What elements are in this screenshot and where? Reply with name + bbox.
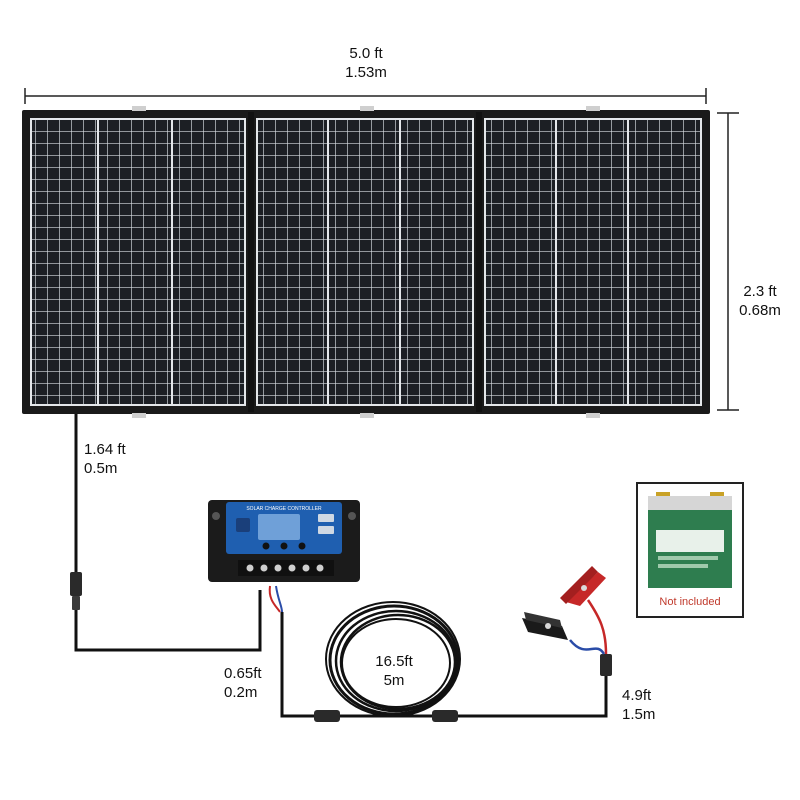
panel-section-left [30, 118, 246, 406]
battery-box: Not included [636, 482, 744, 618]
battery-icon [648, 492, 732, 588]
clip-lead-m: 1.5m [622, 706, 656, 723]
panel-cable-ft: 1.64 ft [84, 441, 126, 458]
width-ft: 5.0 ft [349, 45, 383, 62]
controller-lead-length-label: 0.65ft 0.2m [224, 664, 262, 702]
usb-port-icon [318, 514, 334, 522]
clip-lead-ft: 4.9ft [622, 687, 652, 704]
usb-port-icon [318, 526, 334, 534]
clip-lead-length-label: 4.9ft 1.5m [622, 686, 655, 724]
extension-m: 5m [383, 672, 405, 689]
controller-button [262, 542, 270, 550]
height-ft: 2.3 ft [743, 283, 777, 300]
battery-clip-lead [522, 566, 612, 676]
panel-section-right [484, 118, 702, 406]
controller-lead-m: 0.2m [224, 684, 258, 701]
width-dimension-line [24, 88, 707, 104]
panel-cable-m: 0.5m [84, 460, 118, 477]
not-included-label: Not included [659, 596, 721, 608]
controller-button [280, 542, 288, 550]
height-dimension-line [717, 112, 739, 411]
red-clip [560, 566, 606, 606]
coiled-extension-cable [325, 601, 461, 717]
panel-section-middle [256, 118, 474, 406]
solar-panel [22, 106, 710, 418]
extension-ft: 16.5ft [375, 653, 413, 670]
extension-length-label: 16.5ft 5m [352, 652, 436, 690]
width-dimension-label: 5.0 ft 1.53m [312, 44, 420, 82]
height-dimension-label: 2.3 ft 0.68m [728, 282, 792, 320]
controller-title: SOLAR CHARGE CONTROLLER [246, 506, 322, 512]
panel-cable-length-label: 1.64 ft 0.5m [84, 440, 126, 478]
black-clip [522, 612, 568, 640]
controller-button [298, 542, 306, 550]
panel-to-controller-cable [70, 414, 262, 652]
charge-controller: SOLAR CHARGE CONTROLLER [208, 500, 360, 582]
controller-lead-ft: 0.65ft [224, 665, 262, 682]
height-m: 0.68m [739, 302, 781, 319]
width-m: 1.53m [345, 64, 387, 81]
controller-lcd [258, 514, 300, 540]
